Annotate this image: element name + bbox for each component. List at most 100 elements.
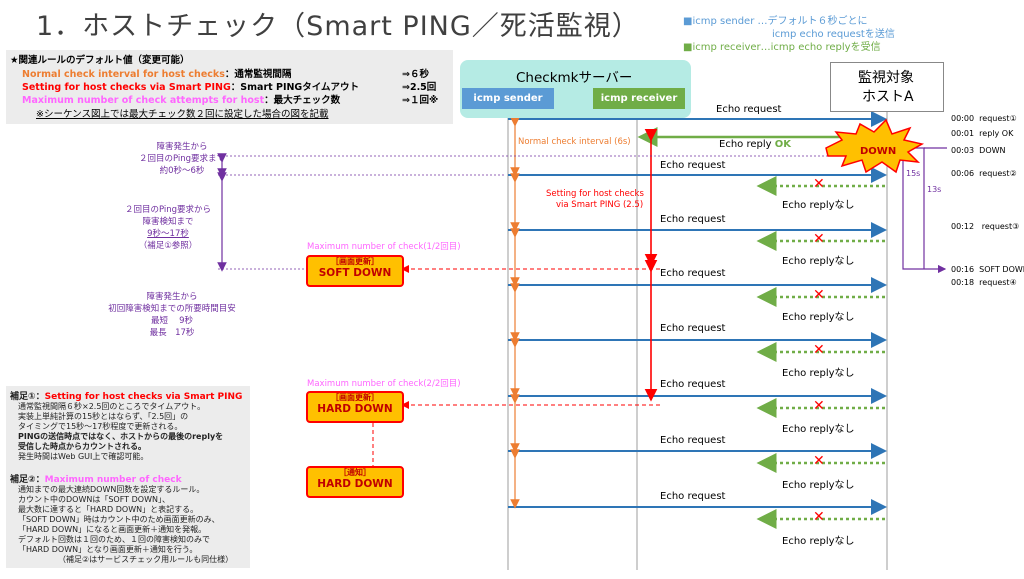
timeline-time: 00:01 <box>951 129 975 138</box>
note-line: 約0秒～6秒 <box>159 166 205 176</box>
note-line: 「SOFT DOWN」時はカウント中のため画面更新のみ、 <box>18 515 220 524</box>
rule-name: Setting for host checks via Smart PING <box>22 82 231 93</box>
notify-badge-top: ［通知］ <box>339 468 371 477</box>
soft-down-badge: ［画面更新］ SOFT DOWN <box>306 255 404 287</box>
echo-reply-none-label: Echo replyなし <box>782 312 855 323</box>
note2-title: 補足②：Maximum number of check <box>10 472 182 485</box>
left-note-1: 障害発生から ２回目のPing要求まで 約0秒～6秒 <box>112 140 252 176</box>
note-line: （補足②はサービスチェック用ルールも同仕様） <box>58 555 234 564</box>
note-title: Setting for host checks via Smart PING <box>44 392 243 402</box>
hard-down-badge: ［画面更新］ HARD DOWN <box>306 391 404 423</box>
rule-value: ⇒６秒 <box>402 69 429 80</box>
note-prefix: 補足②： <box>10 475 45 485</box>
note-line: 障害発生から <box>146 292 198 302</box>
rules-footnote: ※シーケンス図上では最大チェック数２回に設定した場合の図を記載 <box>36 109 329 120</box>
echo-request-label: Echo request <box>660 214 726 225</box>
echo-reply-none-arrows <box>756 176 885 529</box>
lost-reply-cross-icon: ✕ <box>813 453 825 469</box>
page-title: 1．ホストチェック（Smart PING／死活監視） <box>36 11 640 42</box>
echo-request-label: Echo request <box>660 379 726 390</box>
sender-legend-marker: ■ <box>683 16 693 27</box>
timeline-entry: 00:06 request② <box>951 169 1017 178</box>
echo-request-label: Echo request <box>716 104 782 115</box>
timeline-entry: 00:00 request① <box>951 114 1017 123</box>
note-line: 実装上単純計算の15秒とはならず、「2.5回」の <box>18 412 189 421</box>
echo-request-label: Echo request <box>660 268 726 279</box>
left-note-3: 障害発生から 初回障害検知までの所要時間目安 最短 9秒 最長 17秒 <box>82 290 262 338</box>
note-line: 最短 9秒 <box>150 316 194 326</box>
echo-request-label: Echo request <box>660 491 726 502</box>
rule-name: Normal check interval for host checks <box>22 69 225 80</box>
echo-reply-text: Echo reply <box>719 139 772 150</box>
lost-reply-cross-icon: ✕ <box>813 231 825 247</box>
note-line: 受信した時点からカウントされる。 <box>18 442 146 451</box>
echo-reply-none-label: Echo replyなし <box>782 424 855 435</box>
rule-smart-ping: Setting for host checks via Smart PING：S… <box>22 79 359 93</box>
lost-reply-cross-icon: ✕ <box>813 509 825 525</box>
rule-value: ⇒１回※ <box>402 95 439 106</box>
duration-label-15s: 15s <box>906 169 921 178</box>
timeline-event: request② <box>979 169 1017 178</box>
host-label-line1: 監視対象 <box>858 70 914 86</box>
timeline-time: 00:18 <box>951 278 975 287</box>
echo-request-label: Echo request <box>660 435 726 446</box>
checkmk-server-label: Checkmkサーバー <box>516 70 633 86</box>
host-label-line2: ホストA <box>862 89 914 105</box>
legend-sender-line2: icmp echo requestを送信 <box>772 29 895 40</box>
timeline-time: 00:06 <box>951 169 975 178</box>
timeline-event: request④ <box>979 278 1017 287</box>
timeline-event: reply OK <box>979 129 1014 138</box>
smart-ping-annotation-1: Setting for host checks <box>546 189 644 199</box>
echo-request-arrows <box>508 111 887 515</box>
smart-ping-annotation-2: via Smart PING (2.5) <box>556 200 644 210</box>
timing-bracket <box>902 147 947 274</box>
hard-down-badge-main: HARD DOWN <box>317 403 393 415</box>
notify-badge-main: HARD DOWN <box>317 478 393 490</box>
timeline-entry: 00:01 reply OK <box>951 129 1013 138</box>
rule-desc: ：最大チェック数 <box>264 95 341 106</box>
left-note-2: ２回目のPing要求から 障害検知まで 9秒～17秒 （補足①参照） <box>98 203 238 251</box>
note-line: PINGの送信時点ではなく、ホストからの最後のreplyを <box>18 432 224 441</box>
rule-max-check: Maximum number of check attempts for hos… <box>22 92 340 106</box>
note-prefix: 補足①： <box>10 392 45 402</box>
hard-down-badge-top: ［画面更新］ <box>331 393 379 402</box>
note-line: ２回目のPing要求まで <box>138 154 226 164</box>
timeline-entry: 00:18 request④ <box>951 278 1017 287</box>
max-check-annotation-1: Maximum number of check(1/2回目) <box>307 242 461 252</box>
note-line: 9秒～17秒 <box>147 229 189 239</box>
echo-request-label: Echo request <box>660 160 726 171</box>
lost-reply-cross-icon: ✕ <box>813 287 825 303</box>
timeline-event: request③ <box>981 222 1020 231</box>
timeline-event: request① <box>979 114 1017 123</box>
rules-box: ★関連ルールのデフォルト値（変更可能） Normal check interva… <box>6 50 453 124</box>
icmp-sender-box: icmp sender <box>462 88 554 109</box>
normal-interval-annotation: Normal check interval (6s) <box>518 137 631 147</box>
timeline-entry: 00:12 request③ <box>951 222 1019 231</box>
note-line: 「HARD DOWN」となり画面更新＋通知を行う。 <box>18 545 198 554</box>
note-line: （補足①参照） <box>138 241 198 251</box>
note-line: タイミングで15秒～17秒程度で更新される。 <box>18 422 183 431</box>
note-line: 「HARD DOWN」になると画面更新＋通知を発報。 <box>18 525 207 534</box>
down-burst-shape <box>825 118 925 174</box>
legend-receiver: ■icmp receiver…icmp echo replyを受信 <box>683 38 881 53</box>
echo-reply-ok-label: Echo reply OK <box>719 139 791 150</box>
lost-reply-cross-icon: ✕ <box>813 176 825 192</box>
rule-normal-interval: Normal check interval for host checks：通常… <box>22 66 291 80</box>
note-line: 最長 17秒 <box>149 328 195 338</box>
echo-reply-none-label: Echo replyなし <box>782 200 855 211</box>
timeline-entry: 00:03 DOWN <box>951 146 1006 155</box>
note-line: 通常監視間隔６秒×2.5回のところでタイムアウト。 <box>18 402 206 411</box>
sender-legend-text: icmp sender …デフォルト６秒ごとに <box>692 16 868 27</box>
timeline-event: DOWN <box>979 146 1006 155</box>
reply-ok-text: OK <box>774 139 791 150</box>
timeline-event: SOFT DOWN <box>979 265 1024 274</box>
lost-reply-cross-icon: ✕ <box>813 398 825 414</box>
note-line: 発生時間はWeb GUI上で確認可能。 <box>18 452 149 461</box>
note-title: Maximum number of check <box>44 475 182 485</box>
time-guide-lines <box>218 155 900 270</box>
echo-reply-none-label: Echo replyなし <box>782 480 855 491</box>
timeline-time: 00:00 <box>951 114 975 123</box>
down-burst-label: DOWN <box>860 146 897 157</box>
note-line: 障害発生から <box>156 142 208 152</box>
